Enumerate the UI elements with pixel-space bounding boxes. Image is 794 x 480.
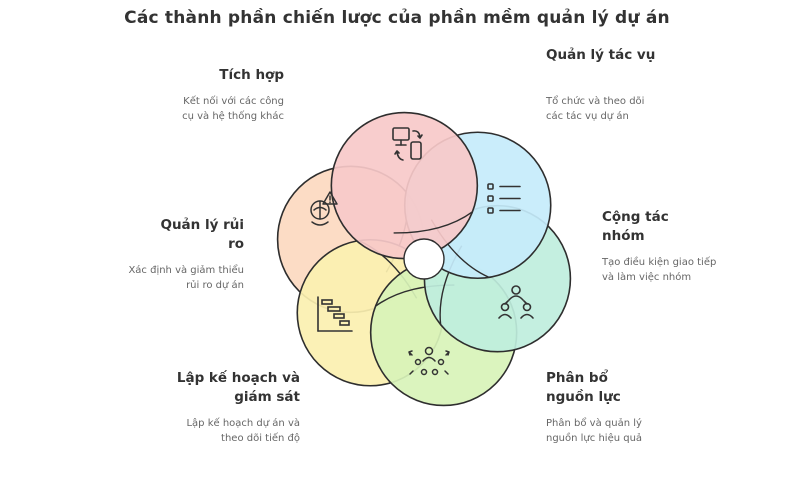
desc-team-collaboration: Tạo điều kiện giao tiếp và làm việc nhóm [602,257,717,283]
desc-resource-allocation: Phân bổ và quản lý nguồn lực hiệu quả [546,418,643,444]
risk-warning-icon [310,191,338,226]
petal-group [276,111,572,407]
diagram-title: Các thành phần chiến lược của phần mềm q… [124,8,670,28]
label-integration: Tích hợp [219,67,284,83]
desc-task-management: Tổ chức và theo dõi các tác vụ dự án [546,96,645,122]
team-collaboration-icon [498,285,534,319]
task-list-icon [487,183,521,214]
desc-integration: Kết nối với các công cụ và hệ thống khác [182,96,284,122]
label-task-management: Quản lý tác vụ [546,47,656,63]
petal-integration [330,111,479,260]
desc-planning-monitoring: Lập kế hoạch dự án và theo dõi tiến độ [186,418,300,444]
device-sync-icon [392,127,423,161]
resource-allocation-icon [408,346,450,376]
petal-integration-swirl [393,211,473,234]
gantt-chart-icon [317,296,353,332]
label-risk-management: Quản lý rủi ro [160,217,244,252]
label-planning-monitoring: Lập kế hoạch và giám sát [176,370,300,405]
label-resource-allocation: Phân bổ nguồn lực [546,370,621,405]
label-team-collaboration: Cộng tác nhóm [602,209,669,244]
center-hub [403,238,445,280]
desc-risk-management: Xác định và giảm thiểu rủi ro dự án [128,265,244,291]
